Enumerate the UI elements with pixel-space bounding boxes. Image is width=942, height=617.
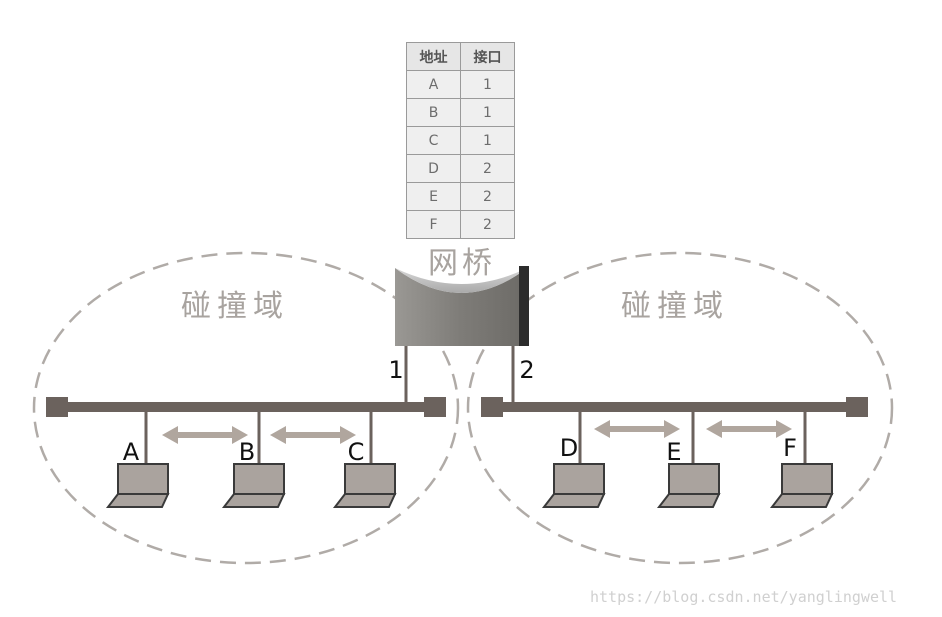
bus-left xyxy=(46,397,446,417)
host-label-a: A xyxy=(123,438,140,466)
cell-address: F xyxy=(406,210,461,239)
domain-label-right: 碰撞域 xyxy=(621,289,729,324)
host-label-c: C xyxy=(348,438,365,466)
laptop-d xyxy=(541,463,606,508)
laptop-e xyxy=(656,463,721,508)
cell-address: E xyxy=(406,182,461,211)
arrow-b-c xyxy=(270,426,356,444)
bridge-label: 网桥 xyxy=(428,246,496,281)
cell-interface: 1 xyxy=(460,70,515,99)
host-label-b: B xyxy=(239,438,255,466)
header-interface: 接口 xyxy=(460,42,515,71)
watermark-url: https://blog.csdn.net/yanglingwell xyxy=(590,588,898,606)
host-label-e: E xyxy=(666,438,681,466)
host-label-f: F xyxy=(783,434,797,462)
table-row: B 1 xyxy=(406,98,515,127)
arrow-e-f xyxy=(706,420,792,438)
table-header-row: 地址 接口 xyxy=(406,42,515,71)
domain-label-left: 碰撞域 xyxy=(181,289,289,324)
table-row: A 1 xyxy=(406,70,515,99)
laptop-c xyxy=(332,463,397,508)
cell-address: C xyxy=(406,126,461,155)
cell-address: B xyxy=(406,98,461,127)
port-label-2: 2 xyxy=(519,356,534,384)
table-row: C 1 xyxy=(406,126,515,155)
cell-interface: 2 xyxy=(460,182,515,211)
address-table: 地址 接口 A 1 B 1 C 1 D 2 E 2 F 2 xyxy=(406,42,515,239)
cell-interface: 2 xyxy=(460,210,515,239)
port-label-1: 1 xyxy=(388,356,403,384)
cell-interface: 1 xyxy=(460,126,515,155)
collision-domain-left xyxy=(32,251,460,565)
table-row: D 2 xyxy=(406,154,515,183)
laptop-a xyxy=(105,463,170,508)
cell-address: A xyxy=(406,70,461,99)
cell-address: D xyxy=(406,154,461,183)
arrow-a-b xyxy=(162,426,248,444)
header-address: 地址 xyxy=(406,42,461,71)
bus-right xyxy=(481,397,868,417)
host-label-d: D xyxy=(560,434,578,462)
table-row: E 2 xyxy=(406,182,515,211)
collision-domain-right xyxy=(466,251,894,565)
arrow-d-e xyxy=(594,420,680,438)
laptop-f xyxy=(769,463,834,508)
cell-interface: 2 xyxy=(460,154,515,183)
laptop-b xyxy=(221,463,286,508)
table-row: F 2 xyxy=(406,210,515,239)
cell-interface: 1 xyxy=(460,98,515,127)
forwarding-table: 地址 接口 A 1 B 1 C 1 D 2 E 2 F 2 xyxy=(406,42,515,239)
bridge-device xyxy=(395,266,529,346)
